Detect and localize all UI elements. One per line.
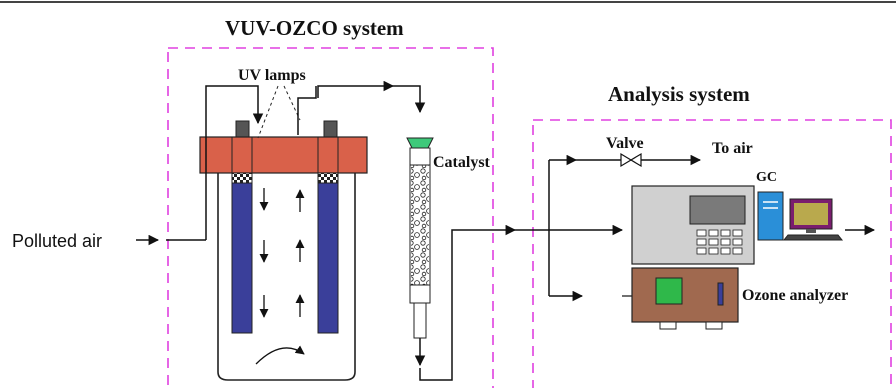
uv-lamps-label: UV lamps: [238, 67, 306, 84]
reactor-vessel: [217, 168, 356, 381]
uv-lamp-left: [231, 172, 253, 334]
outlet-pipe-down: [393, 85, 426, 114]
valve-icon: [620, 152, 642, 168]
outlet-pipe-horizontal: [317, 80, 395, 98]
to-air-label: To air: [712, 140, 753, 157]
pipe-to-analysis: [419, 224, 517, 381]
flow-arrow-curved: [255, 345, 305, 365]
uv-lamps-pointer-left: [257, 85, 279, 139]
lamp-cap-left: [235, 120, 250, 140]
monitor-icon: [782, 198, 844, 241]
ozone-analyzer: [631, 267, 739, 330]
computer-tower-icon: [757, 191, 784, 241]
valve-label: Valve: [606, 135, 644, 152]
outlet-riser: [297, 86, 317, 135]
polluted-air-label: Polluted air: [12, 231, 102, 251]
lamp-cap-right: [323, 120, 338, 140]
gc-label: GC: [756, 170, 777, 185]
catalyst-label: Catalyst: [433, 154, 491, 171]
reactor-manifold: [199, 136, 368, 174]
catalyst-column: [406, 137, 434, 339]
analysis-system-box: [532, 119, 892, 388]
ozone-analyzer-label: Ozone analyzer: [742, 287, 848, 304]
uv-lamp-right: [317, 172, 339, 334]
inlet-pipe: [205, 85, 264, 240]
analysis-system-title: Analysis system: [608, 82, 750, 106]
vuv-ozco-title: VUV-OZCO system: [225, 16, 404, 40]
gc-instrument: [631, 185, 755, 265]
vuv-ozco-system-box: [167, 47, 494, 388]
